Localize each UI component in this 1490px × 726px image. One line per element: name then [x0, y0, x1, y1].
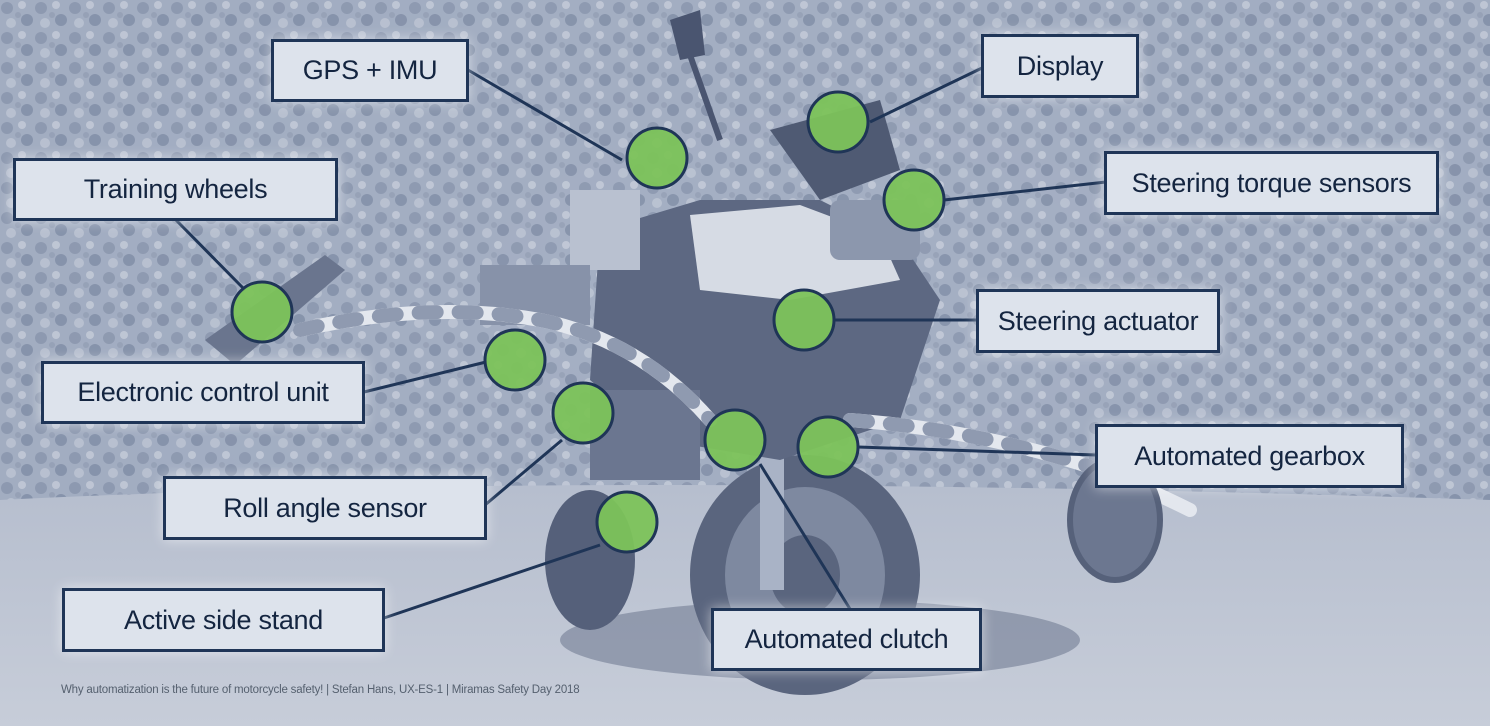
steering-torque-sensors-label: Steering torque sensors	[1104, 151, 1439, 215]
automated-gearbox-marker	[796, 415, 860, 479]
electronic-control-unit-marker	[483, 328, 547, 392]
training-wheels-connector	[174, 218, 247, 292]
automated-gearbox-label: Automated gearbox	[1095, 424, 1404, 488]
gps-imu-marker	[625, 126, 689, 190]
steering-torque-sensors-connector	[943, 180, 1107, 202]
active-side-stand-label: Active side stand	[62, 588, 385, 652]
roll-angle-sensor-marker	[551, 381, 615, 445]
automated-gearbox-connector	[857, 445, 1097, 457]
steering-actuator-marker	[772, 288, 836, 352]
training-wheels-label: Training wheels	[13, 158, 338, 221]
display-marker	[806, 90, 870, 154]
automated-clutch-marker	[703, 408, 767, 472]
electronic-control-unit-label: Electronic control unit	[41, 361, 365, 424]
roll-angle-sensor-connector	[484, 438, 563, 507]
gps-imu-label: GPS + IMU	[271, 39, 469, 102]
training-wheels-marker	[230, 280, 294, 344]
steering-torque-sensors-marker	[882, 168, 946, 232]
steering-actuator-label: Steering actuator	[976, 289, 1220, 353]
electronic-control-unit-connector	[363, 360, 487, 394]
display-label: Display	[981, 34, 1139, 98]
display-connector	[869, 66, 983, 124]
roll-angle-sensor-label: Roll angle sensor	[163, 476, 487, 540]
automated-clutch-connector	[758, 463, 852, 610]
active-side-stand-marker	[595, 490, 659, 554]
active-side-stand-connector	[383, 543, 601, 620]
automated-clutch-label: Automated clutch	[711, 608, 982, 671]
footer-text: Why automatization is the future of moto…	[61, 684, 580, 696]
gps-imu-connector	[467, 68, 623, 162]
